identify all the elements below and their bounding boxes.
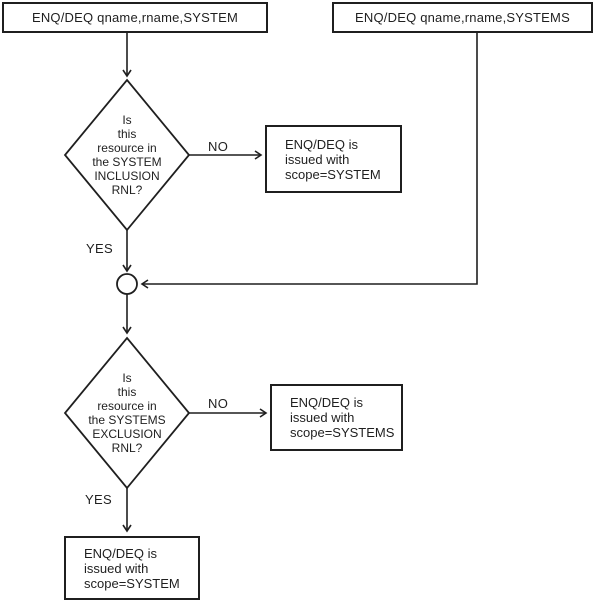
result-box-scope-system-no-branch: ENQ/DEQ is issued with scope=SYSTEM xyxy=(265,125,402,193)
edge-label-no-inclusion: NO xyxy=(208,139,229,154)
edge-label-yes-exclusion: YES xyxy=(85,492,112,507)
decision-inclusion-text: Is this resource in the SYSTEM INCLUSION… xyxy=(92,113,162,197)
start-box-enqdeq-systems: ENQ/DEQ qname,rname,SYSTEMS xyxy=(332,2,593,33)
connector-circle xyxy=(116,273,138,295)
decision-exclusion-text: Is this resource in the SYSTEMS EXCLUSIO… xyxy=(88,371,166,455)
result-box-scope-systems-no-branch: ENQ/DEQ is issued with scope=SYSTEMS xyxy=(270,384,403,451)
edge-label-yes-inclusion: YES xyxy=(86,241,113,256)
result-box-scope-system-yes-branch: ENQ/DEQ is issued with scope=SYSTEM xyxy=(64,536,200,600)
start-box-enqdeq-system: ENQ/DEQ qname,rname,SYSTEM xyxy=(2,2,268,33)
edge-label-no-exclusion: NO xyxy=(208,396,229,411)
arrow-start-systems-to-connector xyxy=(140,33,478,289)
